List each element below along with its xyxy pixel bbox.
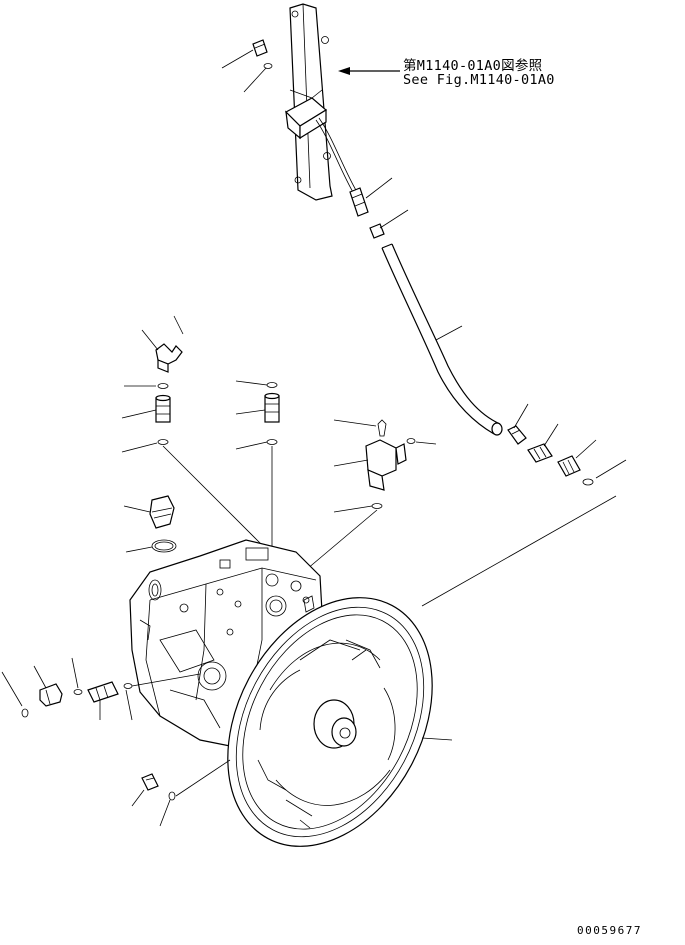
connector-fitting-left <box>155 394 171 423</box>
adapter-lower <box>87 681 119 703</box>
o-ring <box>582 478 594 486</box>
o-ring <box>266 439 278 445</box>
leader-line <box>333 459 369 467</box>
o-ring <box>266 382 278 388</box>
leader-line <box>131 673 201 687</box>
leader-line <box>1 671 23 707</box>
leader-line <box>123 505 151 513</box>
adapter-fitting <box>557 455 581 477</box>
leader-line <box>415 441 437 445</box>
leader-line <box>173 315 184 335</box>
tee-fitting <box>365 419 407 491</box>
leader-line <box>435 325 463 341</box>
leader-line <box>333 505 373 513</box>
drawing-number: 00059677 <box>577 924 642 937</box>
leader-line <box>125 689 133 721</box>
o-ring <box>123 683 133 689</box>
plug <box>149 495 175 529</box>
wire-connector <box>349 187 369 217</box>
pressure-sensor-block <box>285 89 328 140</box>
large-o-ring <box>151 539 177 553</box>
leader-line <box>243 67 267 93</box>
leader-line <box>175 759 231 797</box>
o-ring <box>157 383 169 389</box>
leader-line <box>159 799 171 827</box>
leader-line <box>121 442 158 453</box>
shaft-hub <box>313 699 357 749</box>
o-ring <box>371 503 383 509</box>
leader-line <box>125 546 153 553</box>
hose-clamp <box>507 425 527 445</box>
elbow-fitting-top <box>155 343 183 373</box>
leader-line <box>575 439 597 459</box>
o-ring <box>168 791 176 801</box>
leader-line <box>121 409 157 419</box>
hose-end-sleeve <box>369 223 385 239</box>
sensor-wire <box>315 117 358 195</box>
reference-arrow <box>338 67 400 75</box>
elbow-fitting-lower <box>39 683 63 707</box>
o-ring <box>21 708 29 718</box>
reference-note-jp: 第M1140-01A0図参照 <box>403 58 543 74</box>
leader-line <box>235 441 268 450</box>
o-ring <box>157 439 169 445</box>
leader-line <box>141 329 159 351</box>
leader-line <box>33 665 47 689</box>
cap-fitting <box>252 39 273 69</box>
leader-line <box>595 459 627 479</box>
leader-line <box>513 403 529 429</box>
leader-line <box>131 789 145 807</box>
leader-line <box>221 49 254 69</box>
leader-line <box>162 445 263 546</box>
bleeder-fitting <box>141 773 159 791</box>
hose <box>381 243 503 436</box>
leader-line <box>235 380 268 386</box>
leader-line <box>333 419 377 427</box>
o-ring <box>73 689 83 695</box>
reference-note-en: See Fig.M1140-01A0 <box>403 72 555 88</box>
connector-fitting-middle <box>264 392 280 423</box>
leader-line <box>543 423 559 447</box>
hose-nipple <box>527 443 553 463</box>
leader-line <box>235 409 266 415</box>
leader-line <box>379 209 409 229</box>
leader-line <box>421 495 617 607</box>
leader-line <box>365 177 393 199</box>
leader-line <box>421 737 453 741</box>
o-ring <box>406 438 416 444</box>
leader-line <box>71 657 79 689</box>
